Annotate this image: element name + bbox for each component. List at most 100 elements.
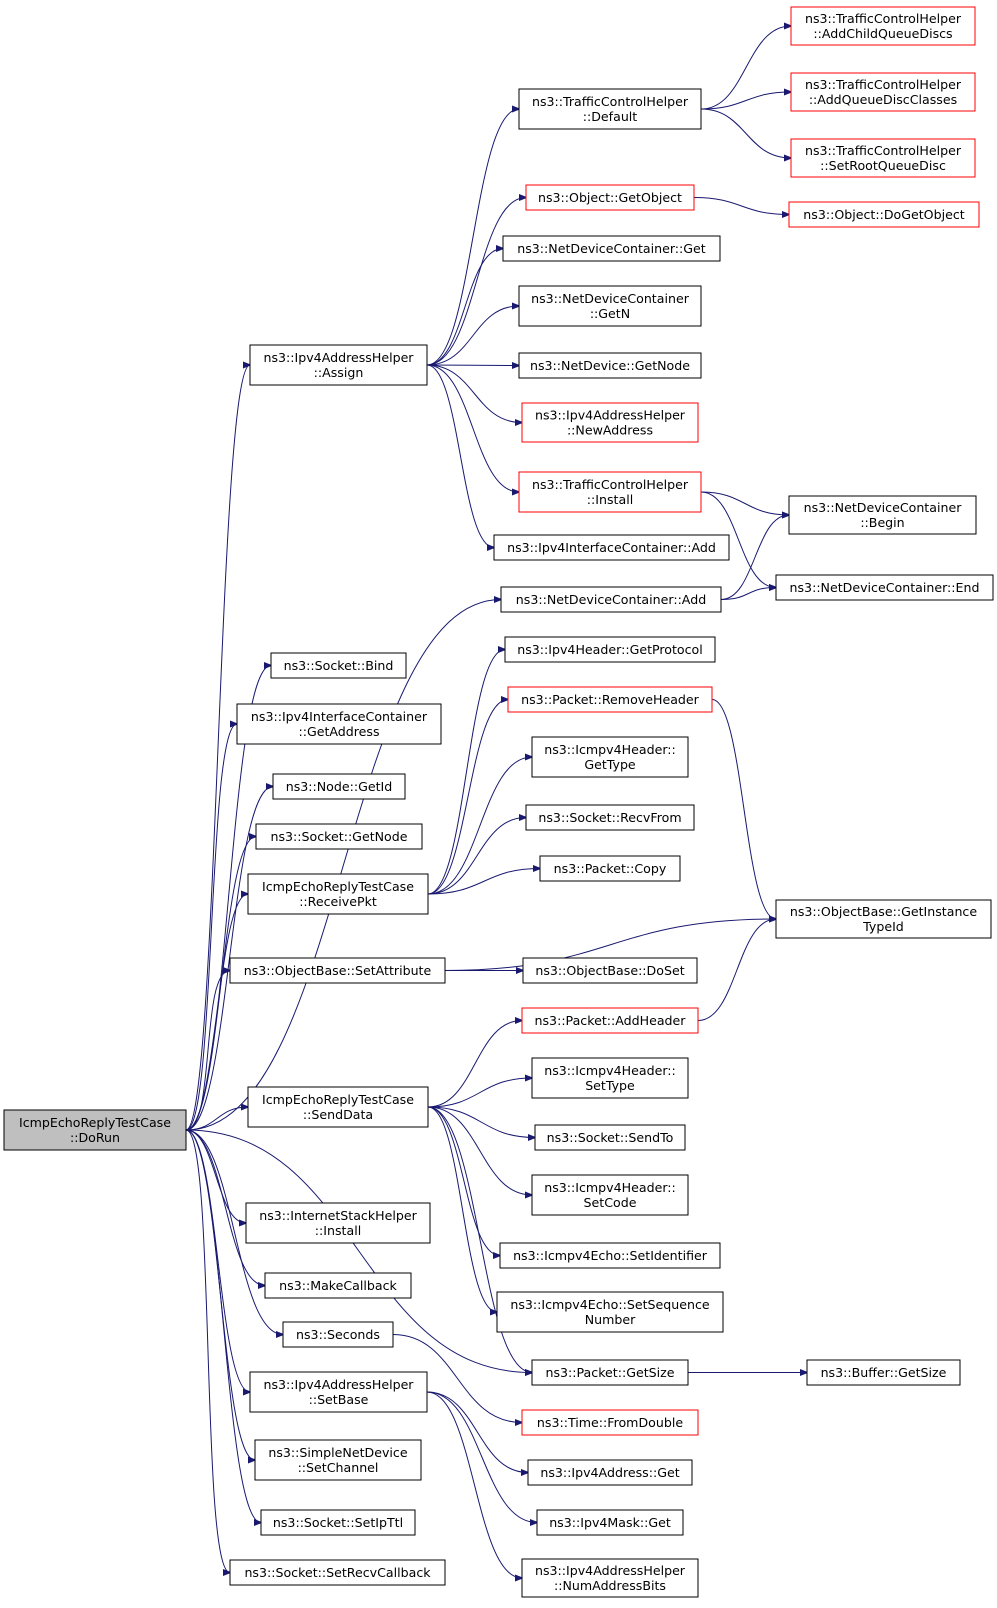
node-box	[255, 823, 423, 850]
node-box	[788, 495, 977, 535]
node-label-line: ns3::Ipv4InterfaceContainer	[251, 709, 428, 724]
node-sockRecvFrom[interactable]: ns3::Socket::RecvFrom	[525, 804, 695, 831]
node-timeFromDouble[interactable]: ns3::Time::FromDouble	[521, 1409, 699, 1436]
node-box	[534, 1124, 686, 1151]
node-label-line: ns3::Packet::AddHeader	[535, 1013, 687, 1028]
node-label-line: ns3::ObjectBase::DoSet	[535, 963, 684, 978]
node-tchDefault[interactable]: ns3::TrafficControlHelper::Default	[518, 88, 702, 130]
node-numAddrBits[interactable]: ns3::Ipv4AddressHelper::NumAddressBits	[521, 1558, 699, 1598]
node-ipv4AddrGet[interactable]: ns3::Ipv4Address::Get	[527, 1459, 693, 1486]
edge-tchDefault-to-addChildQD	[700, 26, 791, 110]
node-ipv4HdrGetProto[interactable]: ns3::Ipv4Header::GetProtocol	[504, 636, 716, 663]
edge-root-to-sockSetRecvCb	[185, 1129, 230, 1573]
node-label-line: ::SetBase	[309, 1392, 369, 1407]
node-pktGetSize[interactable]: ns3::Packet::GetSize	[531, 1359, 689, 1386]
node-newAddress[interactable]: ns3::Ipv4AddressHelper::NewAddress	[521, 402, 699, 443]
node-label-line: ns3::Icmpv4Header::	[544, 1180, 676, 1195]
node-setAttribute[interactable]: ns3::ObjectBase::SetAttribute	[229, 957, 446, 984]
node-label-line: ns3::Packet::GetSize	[545, 1365, 674, 1380]
node-ishInstall[interactable]: ns3::InternetStackHelper::Install	[245, 1202, 431, 1244]
node-pktAddHdr[interactable]: ns3::Packet::AddHeader	[521, 1007, 699, 1034]
node-label-line: ::GetN	[590, 306, 630, 321]
node-label-line: ns3::Socket::RecvFrom	[538, 810, 681, 825]
node-label-line: ns3::TrafficControlHelper	[532, 94, 689, 109]
node-label-line: ns3::NetDeviceContainer::Add	[516, 592, 706, 607]
node-box	[806, 1359, 961, 1386]
node-sockSetRecvCb[interactable]: ns3::Socket::SetRecvCallback	[229, 1559, 446, 1586]
node-box	[249, 344, 428, 386]
edge-sendData-to-echoSetId	[427, 1106, 500, 1256]
node-iicAdd[interactable]: ns3::Ipv4InterfaceContainer::Add	[493, 534, 730, 561]
edge-setAttribute-to-getInstanceTypeId	[444, 919, 776, 971]
node-box	[247, 873, 429, 915]
node-ipv4MaskGet[interactable]: ns3::Ipv4Mask::Get	[536, 1509, 684, 1536]
node-label-line: ns3::Ipv4AddressHelper	[263, 350, 414, 365]
node-bufGetSize[interactable]: ns3::Buffer::GetSize	[806, 1359, 961, 1386]
node-setBase[interactable]: ns3::Ipv4AddressHelper::SetBase	[249, 1371, 428, 1413]
node-iicGetAddr[interactable]: ns3::Ipv4InterfaceContainer::GetAddress	[236, 703, 442, 745]
edge-root-to-makeCallback	[185, 1129, 265, 1286]
node-ndcAdd[interactable]: ns3::NetDeviceContainer::Add	[500, 586, 722, 613]
node-setRootQD[interactable]: ns3::TrafficControlHelper::SetRootQueueD…	[790, 138, 976, 178]
node-ndcGet[interactable]: ns3::NetDeviceContainer::Get	[502, 235, 721, 262]
node-label-line: ns3::Object::DoGetObject	[803, 207, 964, 222]
node-label-line: ::DoRun	[70, 1130, 120, 1145]
node-sockSetIpTtl[interactable]: ns3::Socket::SetIpTtl	[260, 1509, 416, 1536]
node-sndSetChannel[interactable]: ns3::SimpleNetDevice::SetChannel	[254, 1439, 422, 1481]
edge-sendData-to-pktGetSize	[427, 1106, 532, 1373]
node-sendData[interactable]: IcmpEchoReplyTestCase::SendData	[247, 1086, 429, 1128]
node-box	[249, 1371, 428, 1413]
node-box	[229, 1559, 446, 1586]
edge-receivePkt-to-sockRecvFrom	[427, 818, 526, 895]
node-tchInstall[interactable]: ns3::TrafficControlHelper::Install	[518, 471, 702, 513]
node-makeCallback[interactable]: ns3::MakeCallback	[264, 1272, 412, 1299]
edge-sendData-to-pktAddHdr	[427, 1021, 522, 1108]
node-nodeGetId[interactable]: ns3::Node::GetId	[272, 773, 406, 800]
node-label-line: ns3::Packet::Copy	[554, 861, 667, 876]
node-ndcEnd[interactable]: ns3::NetDeviceContainer::End	[775, 574, 994, 601]
node-box	[260, 1509, 416, 1536]
edge-tchInstall-to-ndcBegin	[700, 491, 789, 515]
node-label-line: ns3::Ipv4Address::Get	[540, 1465, 679, 1480]
node-box	[539, 855, 681, 882]
node-seconds[interactable]: ns3::Seconds	[282, 1321, 394, 1348]
node-ndcBegin[interactable]: ns3::NetDeviceContainer::Begin	[788, 495, 977, 535]
node-label-line: IcmpEchoReplyTestCase	[262, 879, 414, 894]
node-box	[527, 1459, 693, 1486]
node-label-line: ns3::Icmpv4Echo::SetIdentifier	[513, 1248, 708, 1263]
node-icmpSetType[interactable]: ns3::Icmpv4Header::SetType	[531, 1057, 689, 1099]
node-box	[254, 1439, 422, 1481]
node-pktRemoveHdr[interactable]: ns3::Packet::RemoveHeader	[507, 686, 713, 713]
node-box	[531, 1057, 689, 1099]
edge-sendData-to-icmpSetType	[427, 1078, 532, 1108]
node-assign[interactable]: ns3::Ipv4AddressHelper::Assign	[249, 344, 428, 386]
node-box	[525, 184, 695, 211]
node-label-line: ns3::InternetStackHelper	[259, 1208, 417, 1223]
node-label-line: ns3::Buffer::GetSize	[821, 1365, 947, 1380]
node-ndGetNode[interactable]: ns3::NetDevice::GetNode	[518, 352, 702, 379]
node-label-line: ::AddChildQueueDiscs	[813, 26, 952, 41]
node-addQDClasses[interactable]: ns3::TrafficControlHelper::AddQueueDiscC…	[790, 72, 976, 112]
node-box	[521, 1558, 699, 1598]
node-addChildQD[interactable]: ns3::TrafficControlHelper::AddChildQueue…	[790, 6, 976, 46]
node-pktCopy[interactable]: ns3::Packet::Copy	[539, 855, 681, 882]
node-doGetObject[interactable]: ns3::Object::DoGetObject	[788, 201, 980, 228]
node-label-line: ns3::Socket::Bind	[284, 658, 394, 673]
node-icmpGetType[interactable]: ns3::Icmpv4Header::GetType	[531, 736, 689, 778]
edge-ndcAdd-to-ndcBegin	[720, 515, 789, 600]
node-sockBind[interactable]: ns3::Socket::Bind	[270, 652, 407, 679]
node-box	[518, 352, 702, 379]
node-receivePkt[interactable]: IcmpEchoReplyTestCase::ReceivePkt	[247, 873, 429, 915]
node-ndcGetN[interactable]: ns3::NetDeviceContainer::GetN	[518, 285, 702, 327]
node-box	[521, 1409, 699, 1436]
edge-root-to-setAttribute	[185, 971, 230, 1131]
node-sockGetNode[interactable]: ns3::Socket::GetNode	[255, 823, 423, 850]
node-doSet[interactable]: ns3::ObjectBase::DoSet	[522, 957, 698, 984]
node-sockSendTo[interactable]: ns3::Socket::SendTo	[534, 1124, 686, 1151]
node-getObject[interactable]: ns3::Object::GetObject	[525, 184, 695, 211]
node-icmpSetCode[interactable]: ns3::Icmpv4Header::SetCode	[531, 1174, 689, 1216]
edge-tchInstall-to-ndcEnd	[700, 491, 776, 588]
node-echoSetId[interactable]: ns3::Icmpv4Echo::SetIdentifier	[499, 1242, 721, 1269]
